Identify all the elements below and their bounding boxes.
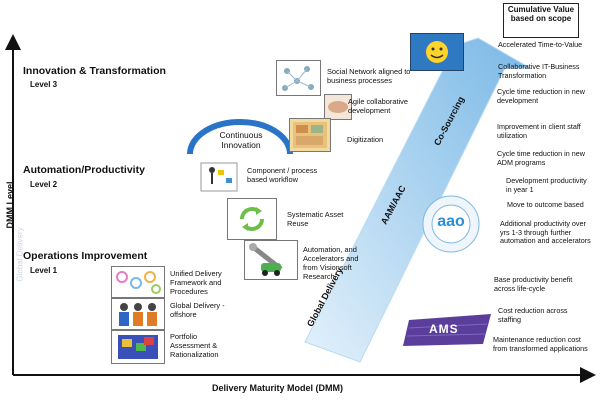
continuous-innovation-arc: [187, 119, 293, 155]
social-network-label: Social Network aligned to business proce…: [327, 67, 411, 85]
value-item: Move to outcome based: [507, 200, 584, 209]
portfolio-label: Portfolio Assessment & Rationalization: [170, 332, 219, 359]
value-item: Accelerated Time-to-Value: [498, 40, 583, 49]
x-axis-label: Delivery Maturity Model (DMM): [212, 383, 344, 393]
value-item: Cycle time reduction in new development: [497, 87, 585, 105]
value-item: Base productivity benefit across life-cy…: [494, 275, 573, 293]
level1-title: Operations Improvement: [23, 250, 148, 262]
global-offshore-label: Global Delivery - offshore: [170, 301, 225, 319]
unified-framework-label: Unified Delivery Framework and Procedure…: [170, 269, 222, 296]
collaboration-image: [410, 33, 464, 71]
level3-label: Level 3: [30, 80, 58, 89]
level2-title: Automation/Productivity: [23, 164, 145, 176]
digitization-image: [289, 118, 331, 152]
social-network-image: [276, 60, 321, 96]
component-workflow-image: [198, 160, 240, 194]
global-offshore-image: [111, 298, 165, 330]
value-item: Additional productivity over yrs 1-3 thr…: [500, 219, 591, 246]
continuous-innovation-label: Continuous Innovation: [219, 130, 263, 150]
portfolio-image: [111, 330, 165, 364]
automation-label: Automation, and Accelerators and from Vi…: [303, 245, 359, 281]
level2-label: Level 2: [30, 180, 58, 189]
value-item: Improvement in client staff utilization: [497, 122, 581, 140]
ams-logo-text: AMS: [429, 322, 459, 336]
value-item: Cycle time reduction in new ADM programs: [497, 149, 585, 167]
value-item: Collaborative IT-Business Transformation: [498, 62, 580, 80]
automation-image: [244, 240, 298, 280]
agile-label: Agile collaborative development: [348, 97, 408, 115]
unified-framework-image: [111, 266, 165, 298]
ams-logo: AMS: [403, 310, 491, 348]
asset-reuse-label: Systematic Asset Reuse: [287, 210, 344, 228]
aao-logo-letters: aao: [437, 213, 465, 230]
component-workflow-label: Component / process based workflow: [247, 166, 318, 184]
value-item: Development productivity in year 1: [506, 176, 587, 194]
agile-handshake-image: [324, 94, 352, 120]
digitization-label: Digitization: [347, 135, 384, 144]
aao-logo: aao: [420, 193, 482, 255]
level1-label: Level 1: [30, 266, 58, 275]
value-item: Maintenance reduction cost from transfor…: [493, 335, 588, 353]
level3-title: Innovation & Transformation: [23, 65, 166, 77]
y-axis-label: DMM Level: [5, 181, 15, 229]
asset-reuse-image: [227, 198, 277, 240]
value-item: Cost reduction across staffing: [498, 306, 568, 324]
cumulative-value-box: Cumulative Value based on scope: [503, 3, 579, 38]
